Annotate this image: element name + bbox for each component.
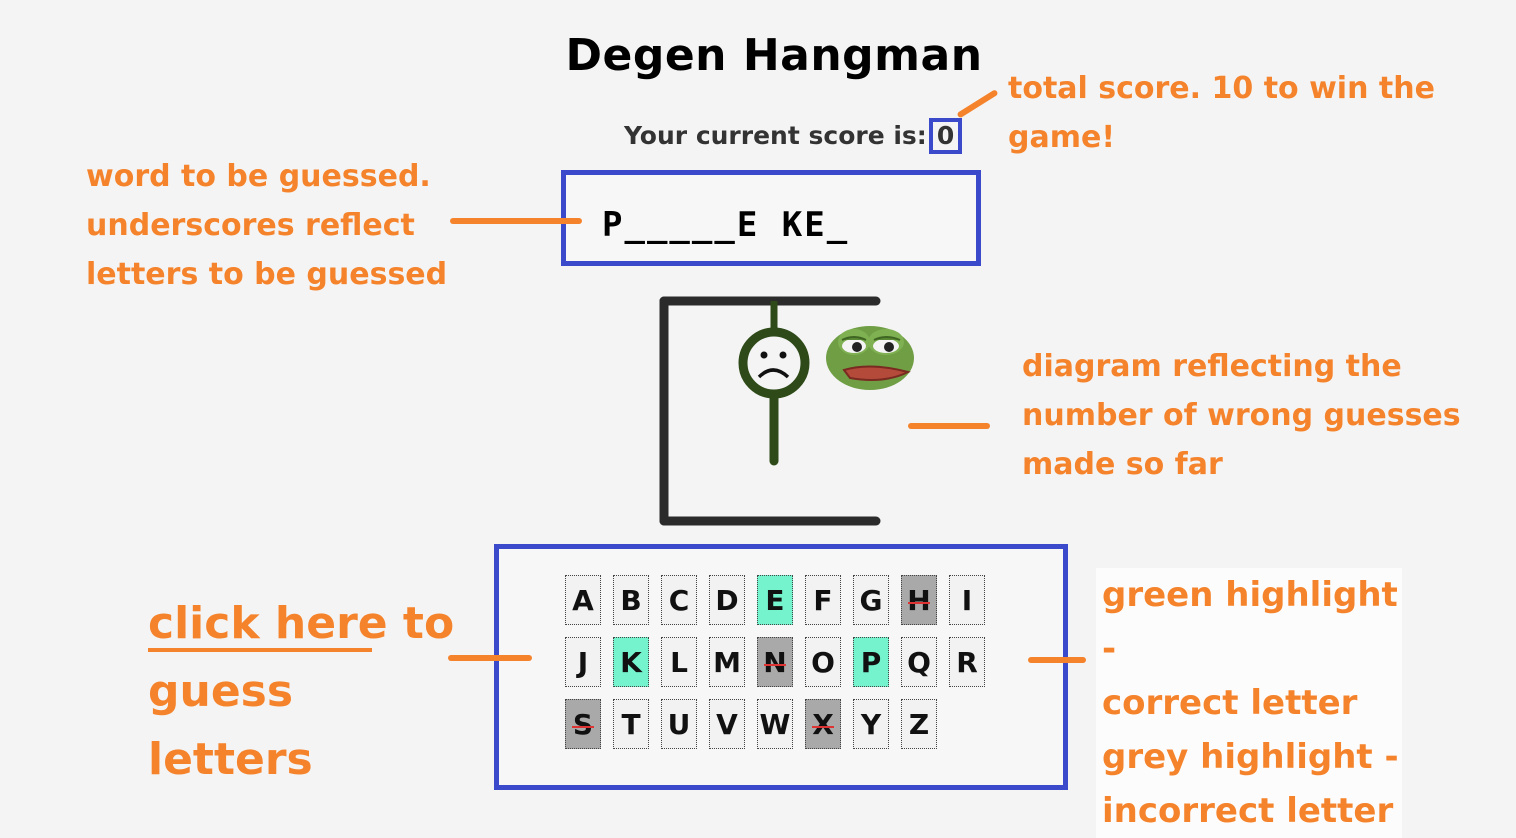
letter-key-l[interactable]: L [661, 637, 697, 687]
annotation-highlight-line-1: green highlight - [1102, 575, 1398, 669]
letter-key-k[interactable]: K [613, 637, 649, 687]
pointer-line-word [450, 218, 582, 224]
annotation-score: total score. 10 to win the game! [1008, 71, 1435, 155]
letter-key-i[interactable]: I [949, 575, 985, 625]
letter-key-z[interactable]: Z [901, 699, 937, 749]
letter-key-t[interactable]: T [613, 699, 649, 749]
pointer-line-keyboard [448, 655, 532, 661]
letter-key-m[interactable]: M [709, 637, 745, 687]
letter-key-b[interactable]: B [613, 575, 649, 625]
page-title: Degen Hangman [565, 30, 983, 81]
annotation-highlight-line-4: incorrect letter [1102, 791, 1394, 831]
hidden-word: P_____E KE_ [602, 205, 850, 245]
sad-face-stick-figure-icon [738, 301, 810, 466]
letter-key-u[interactable]: U [661, 699, 697, 749]
hangman-diagram [659, 296, 881, 526]
letter-key-g[interactable]: G [853, 575, 889, 625]
letter-key-f[interactable]: F [805, 575, 841, 625]
letter-key-s[interactable]: S [565, 699, 601, 749]
letter-key-a[interactable]: A [565, 575, 601, 625]
letter-key-o[interactable]: O [805, 637, 841, 687]
annotation-word: word to be guessed. underscores reflect … [86, 159, 448, 292]
letter-key-r[interactable]: R [949, 637, 985, 687]
letter-key-d[interactable]: D [709, 575, 745, 625]
annotation-highlight-line-2: correct letter [1102, 683, 1358, 723]
annotation-diagram: diagram reflecting the number of wrong g… [1022, 349, 1461, 482]
annotation-highlight-line-3: grey highlight - [1102, 737, 1399, 777]
annotation-click: click here to guess letters [148, 598, 455, 785]
letter-key-w[interactable]: W [757, 699, 793, 749]
letter-key-p[interactable]: P [853, 637, 889, 687]
letter-key-n[interactable]: N [757, 637, 793, 687]
annotation-underline [148, 648, 372, 652]
score-line: Your current score is:0 [624, 118, 963, 154]
gallows-icon [659, 296, 881, 526]
letter-key-h[interactable]: H [901, 575, 937, 625]
pointer-line-diagram [908, 423, 990, 429]
letter-key-x[interactable]: X [805, 699, 841, 749]
pointer-line-highlight [1028, 657, 1086, 663]
letter-key-e[interactable]: E [757, 575, 793, 625]
pointer-line-score [956, 89, 999, 119]
letter-key-c[interactable]: C [661, 575, 697, 625]
letter-key-q[interactable]: Q [901, 637, 937, 687]
letter-key-y[interactable]: Y [853, 699, 889, 749]
pepe-frog-icon [826, 326, 914, 390]
letter-key-v[interactable]: V [709, 699, 745, 749]
letter-key-j[interactable]: J [565, 637, 601, 687]
word-panel: P_____E KE_ [561, 170, 981, 266]
annotation-highlight: green highlight - correct letter grey hi… [1096, 568, 1402, 838]
score-value: 0 [928, 118, 963, 154]
score-label: Your current score is: [624, 121, 927, 150]
